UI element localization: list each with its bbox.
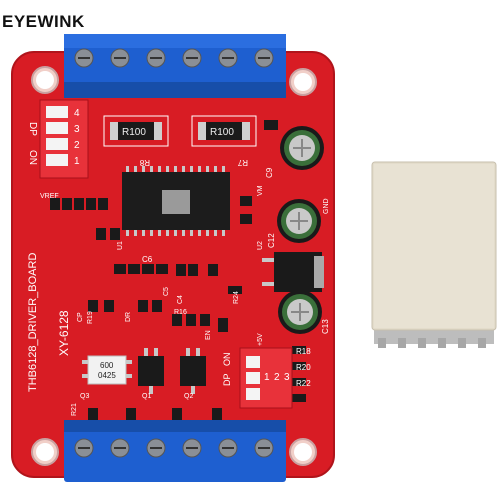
opto-line1: 600 — [100, 361, 114, 370]
ref-c9: C9 — [265, 167, 274, 178]
mounting-holes — [31, 66, 317, 466]
dip-bottom-num-1: 1 — [264, 372, 270, 383]
dip-top-on: ON — [27, 150, 38, 165]
dip-top-num-4: 1 — [74, 156, 80, 167]
dip-top-label: DP — [27, 122, 38, 136]
top-terminal-block — [64, 34, 286, 98]
svg-text:R100: R100 — [122, 127, 146, 138]
board-name: THB6128_DRIVER_BOARD — [27, 253, 39, 392]
ref-cp: CP — [77, 312, 84, 322]
ref-c13: C13 — [321, 319, 330, 334]
ref-gnd: GND — [323, 198, 330, 214]
dip-top-num-3: 2 — [74, 140, 80, 151]
opto-line2: 0425 — [98, 371, 116, 380]
ref-c12: C12 — [267, 233, 276, 248]
bottom-terminal-block — [64, 420, 286, 482]
ref-c6: C6 — [142, 255, 153, 264]
ref-q2: Q2 — [184, 393, 193, 400]
resistor-r8: R100 — [110, 122, 162, 140]
ref-r16: R16 — [174, 309, 187, 316]
capacitor-c12 — [277, 199, 321, 243]
ref-r18: R18 — [296, 347, 311, 356]
dip-bottom-num-3: 3 — [284, 372, 290, 383]
transistors — [138, 348, 206, 394]
ref-u2: U2 — [257, 241, 264, 250]
dip-top-num-2: 3 — [74, 124, 80, 135]
optocoupler: 600 0425 — [82, 355, 132, 385]
resistor-r7: R100 — [198, 122, 250, 140]
ref-r21: R21 — [71, 403, 78, 416]
smd-components — [50, 120, 306, 420]
ref-u1: U1 — [117, 241, 124, 250]
ref-r8: R8 — [139, 158, 150, 167]
dip-switch-top: 4 3 2 1 — [39, 99, 89, 179]
ref-vref: VREF — [40, 193, 59, 200]
ref-r7: R7 — [237, 158, 248, 167]
ref-c5: C5 — [163, 287, 170, 296]
ref-q3: Q3 — [80, 393, 89, 400]
ref-dr: DR — [125, 312, 132, 322]
dip-switch-bottom: 1 2 3 — [239, 347, 293, 409]
voltage-regulator — [262, 252, 324, 292]
ref-r22: R22 — [296, 379, 311, 388]
ref-5v: +5V — [257, 333, 264, 346]
dip-top-num-1: 4 — [74, 108, 80, 119]
ref-en: EN — [205, 330, 212, 340]
ref-r20: R20 — [296, 363, 311, 372]
board-model: XY-6128 — [57, 310, 71, 356]
dip-bottom-on: ON — [222, 353, 232, 367]
ref-r19: R19 — [87, 311, 94, 324]
ref-c4: C4 — [177, 295, 184, 304]
brand-watermark: EYEWINK — [2, 12, 85, 31]
ref-q1: Q1 — [142, 393, 151, 400]
capacitor-c9 — [280, 126, 324, 170]
capacitor-c13 — [278, 290, 322, 334]
svg-text:R100: R100 — [210, 127, 234, 138]
driver-chip — [122, 166, 230, 236]
ref-vm: VM — [257, 185, 264, 196]
heatsink — [371, 161, 497, 348]
dip-bottom-num-2: 2 — [274, 372, 280, 383]
dip-bottom-label: DP — [222, 373, 232, 386]
ref-r24: R24 — [233, 291, 240, 304]
